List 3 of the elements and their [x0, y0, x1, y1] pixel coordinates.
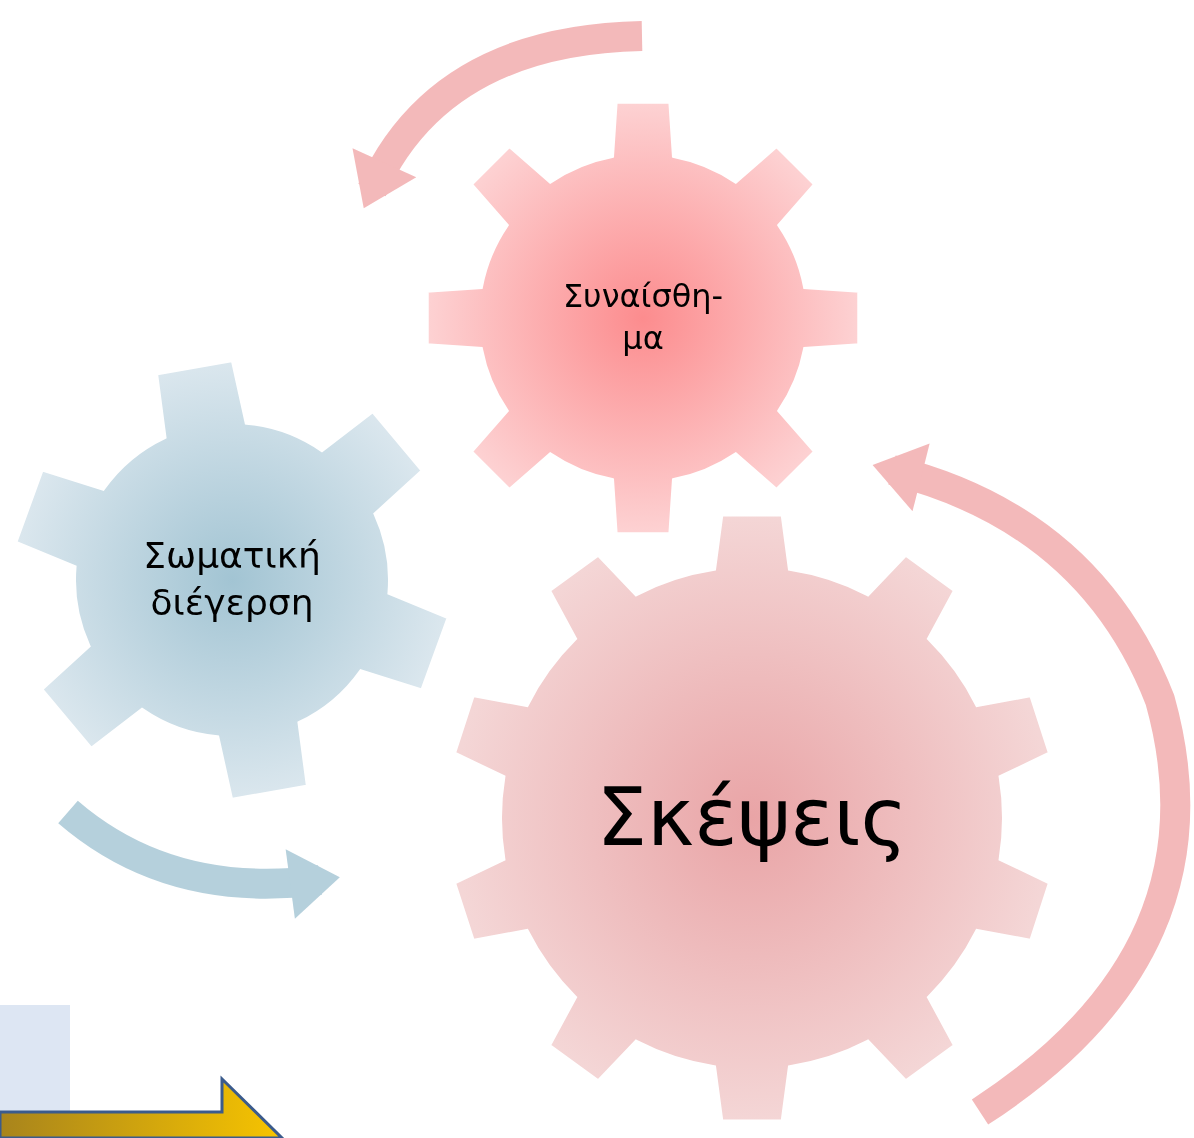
gear-label: Συναίσθη- μα	[561, 276, 725, 359]
gear-label: Σκέψεις	[595, 770, 909, 866]
gear-label: Σωματική διέγερση	[142, 534, 322, 625]
